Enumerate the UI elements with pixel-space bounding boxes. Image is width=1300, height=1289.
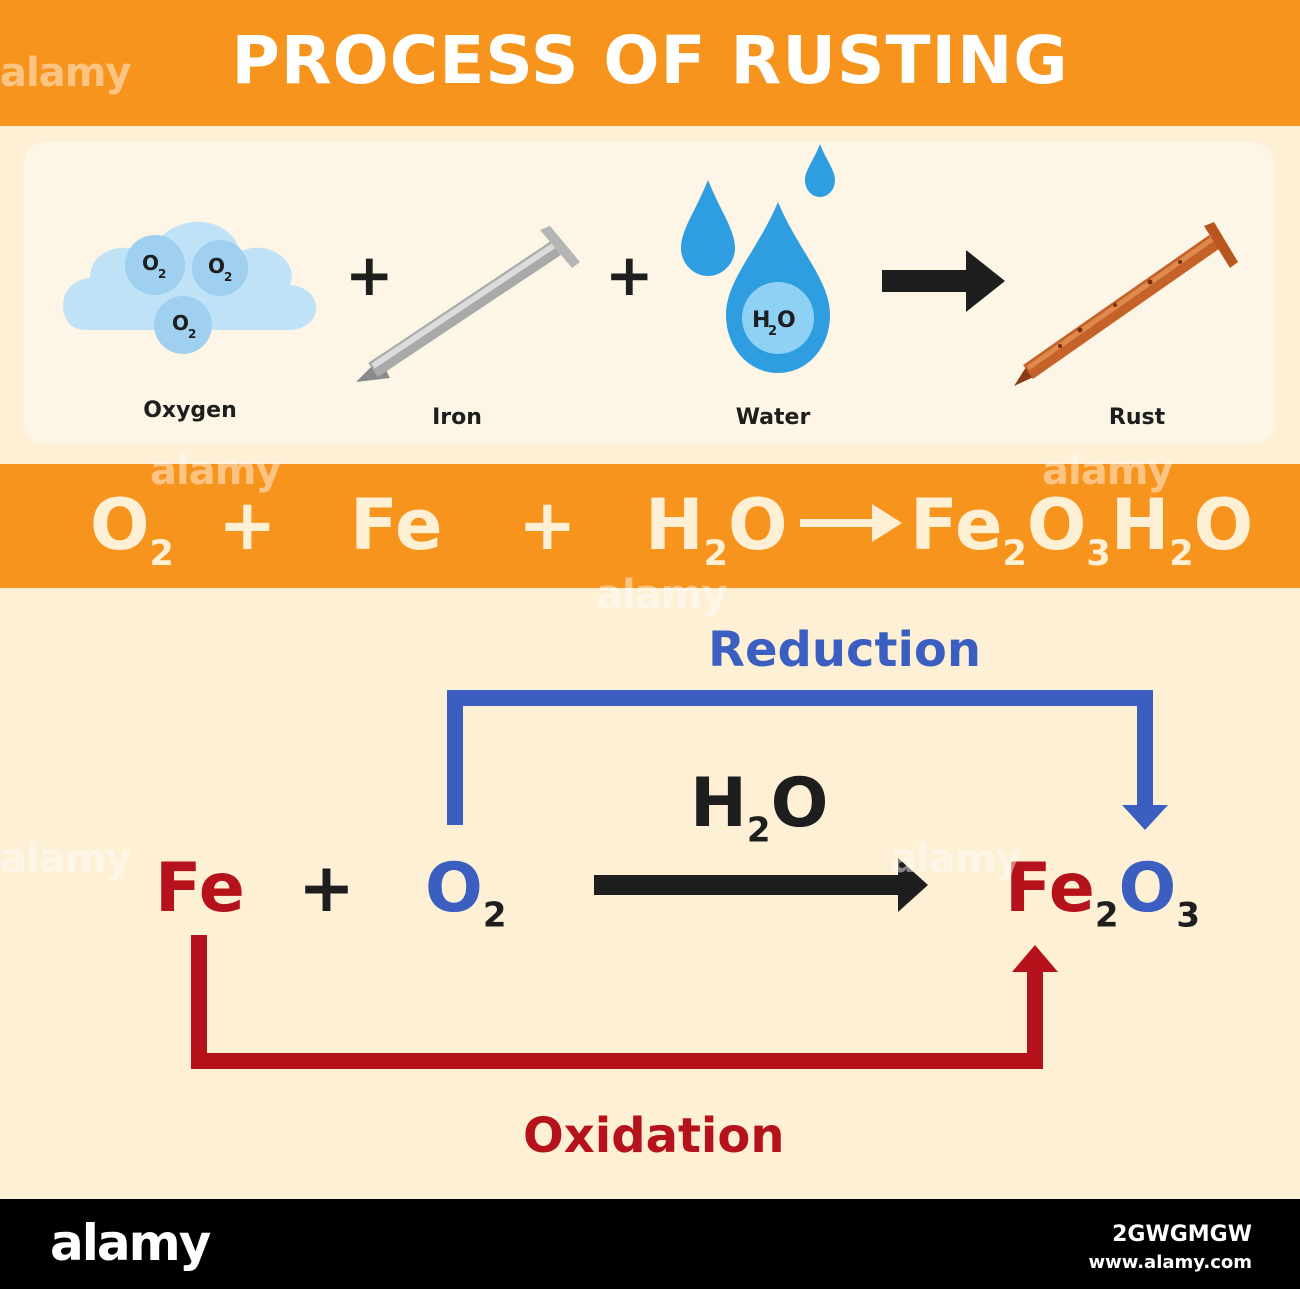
equation-product: Fe2O3H2O — [910, 484, 1254, 574]
reduction-path — [447, 690, 1153, 825]
rust-label: Rust — [1108, 405, 1166, 430]
iron-label: Iron — [432, 405, 482, 430]
watermark-6: alamy — [890, 836, 1021, 882]
plus-sign-2: + — [605, 241, 654, 309]
redox-product: Fe2O3 — [1005, 849, 1200, 936]
oxygen-cloud-icon: O 2 O 2 O 2 — [63, 221, 317, 354]
redox-plus: + — [298, 849, 355, 928]
oxygen-molecule-2: O — [208, 254, 225, 278]
svg-text:2: 2 — [768, 324, 777, 339]
page-title: PROCESS OF RUSTING — [231, 22, 1069, 99]
reduction-arrowhead-icon — [1122, 805, 1168, 830]
redox-arrows — [191, 690, 1168, 1069]
oxygen-label: Oxygen — [143, 398, 237, 423]
water-molecule-o: O — [777, 308, 796, 333]
footer-url: www.alamy.com — [1088, 1252, 1252, 1273]
oxidation-arrowhead-icon — [1012, 945, 1058, 972]
watermark-4: alamy — [596, 572, 727, 618]
equation-oxygen: O2 — [90, 484, 174, 574]
oxygen-molecule-3: O — [172, 311, 189, 335]
reaction-arrowhead-icon — [898, 858, 928, 912]
water-molecule-h: H — [752, 308, 770, 333]
redox-oxygen: O2 — [425, 849, 507, 936]
equation-bar — [0, 464, 1300, 588]
water-drops-icon: H 2 O — [681, 144, 835, 373]
watermark-5: alamy — [0, 836, 131, 882]
equation-water: H2O — [645, 484, 788, 574]
footer-bar — [0, 1199, 1300, 1289]
reduction-label: Reduction — [708, 622, 982, 678]
reactants-illustration: O 2 O 2 O 2 + + H 2 O — [63, 144, 1238, 386]
oxidation-path — [191, 935, 1043, 1069]
svg-text:2: 2 — [224, 270, 232, 284]
oxidation-label: Oxidation — [523, 1108, 785, 1164]
title-bar — [0, 0, 1300, 126]
watermark-1: alamy — [0, 50, 131, 96]
rusty-nail-icon — [1014, 222, 1238, 386]
watermark-2: alamy — [150, 448, 281, 494]
equation-plus-1: + — [218, 484, 277, 566]
footer-logo: alamy — [50, 1214, 211, 1272]
oxygen-molecule-1: O — [142, 251, 159, 275]
water-label: Water — [735, 405, 811, 430]
footer-image-id: 2GWGMGW — [1112, 1222, 1252, 1247]
plus-sign-1: + — [345, 241, 394, 309]
catalyst-water: H2O — [690, 764, 829, 851]
svg-text:2: 2 — [188, 327, 196, 341]
equation-plus-2: + — [518, 484, 577, 566]
equation-arrow-icon — [800, 504, 902, 542]
reaction-arrow-shaft — [594, 875, 904, 895]
iron-nail-icon — [356, 226, 580, 382]
yields-arrow-icon — [882, 250, 1005, 312]
svg-text:2: 2 — [158, 267, 166, 281]
equation-iron: Fe — [350, 484, 443, 566]
redox-iron: Fe — [155, 849, 245, 928]
watermark-3: alamy — [1042, 448, 1173, 494]
